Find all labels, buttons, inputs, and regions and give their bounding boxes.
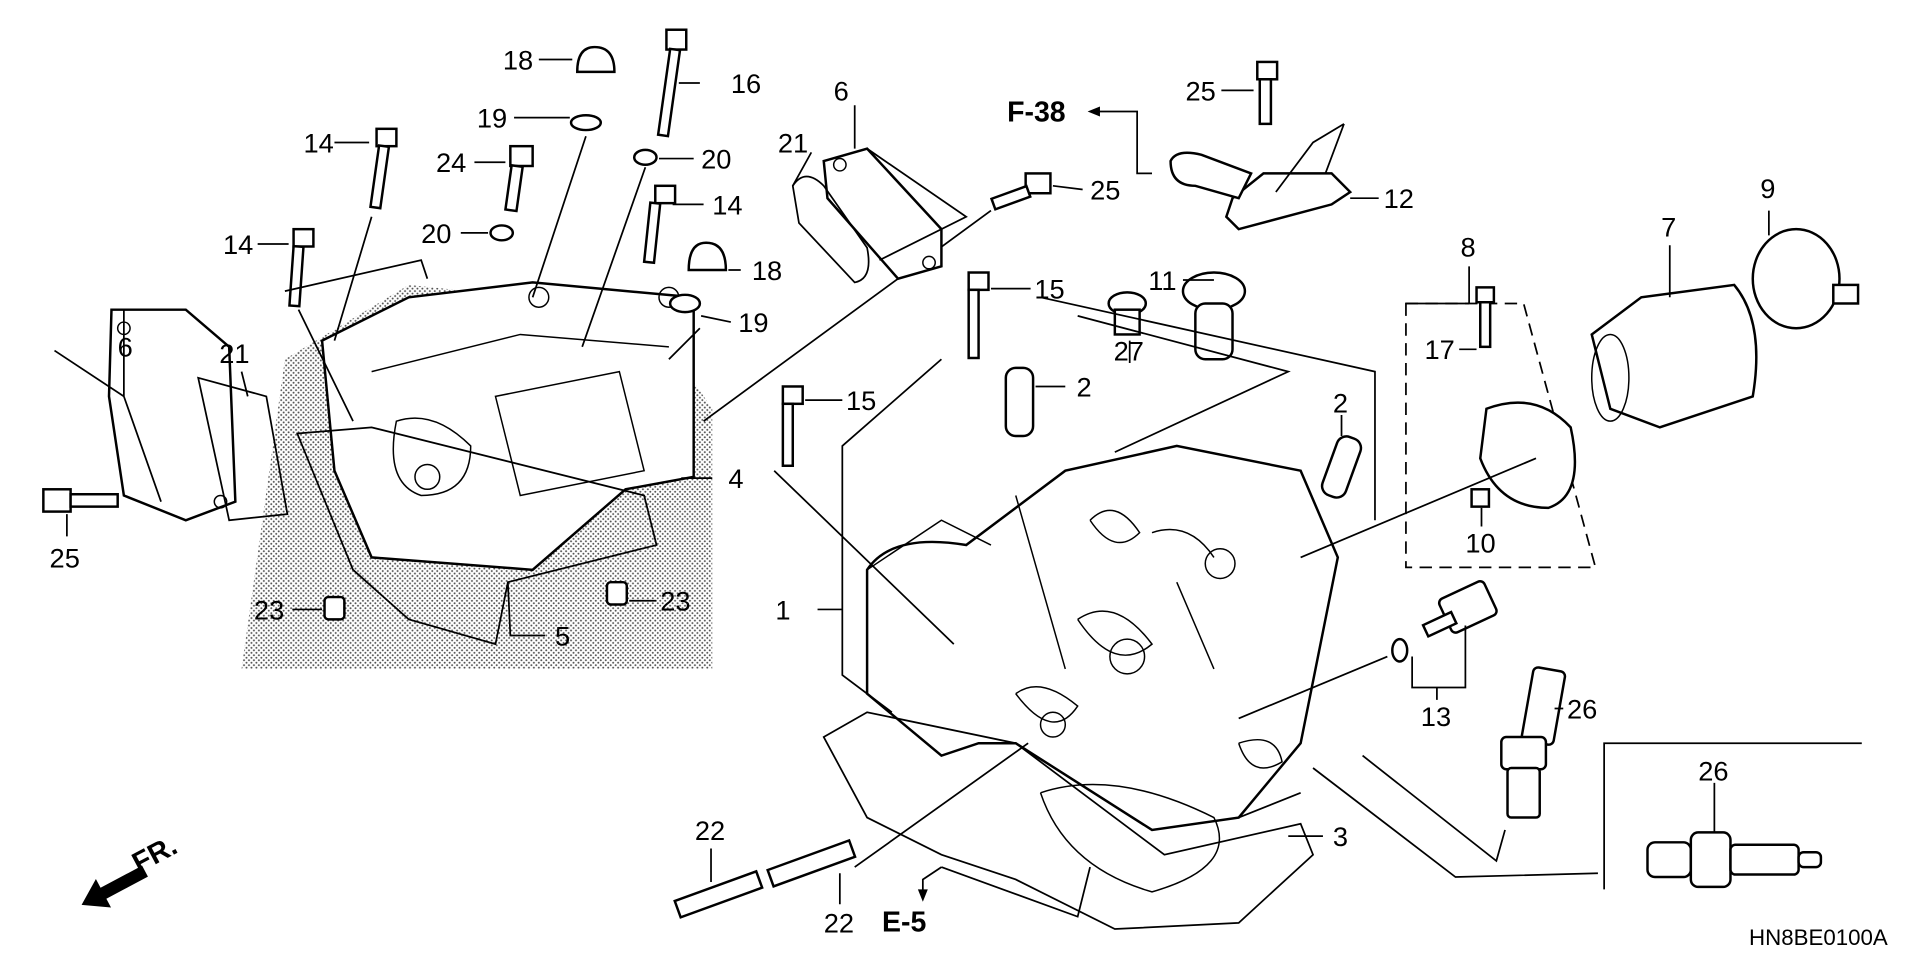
part-19-washer-top[interactable]: [569, 113, 603, 132]
part-21-o-ring-left[interactable]: [197, 376, 289, 522]
label-5: 5: [555, 620, 570, 651]
label-14: 14: [223, 229, 253, 260]
part-15-bolt-b[interactable]: [781, 385, 804, 467]
label-14: 14: [712, 189, 742, 220]
label-13: 13: [1421, 701, 1451, 732]
part-13-sensor[interactable]: [1391, 580, 1498, 663]
label-10: 10: [1465, 527, 1495, 558]
label-23: 23: [254, 594, 284, 625]
part-25-bolt-mid[interactable]: [989, 172, 1052, 211]
label-22: 22: [695, 815, 725, 846]
label-25: 25: [50, 542, 80, 573]
front-direction-arrow: [81, 865, 148, 908]
label-14: 14: [303, 127, 333, 158]
part-23-dowel-right[interactable]: [605, 580, 629, 606]
label-25: 25: [1185, 75, 1215, 106]
label-2: 2: [1333, 387, 1348, 418]
label-16: 16: [731, 68, 761, 99]
part-24-bolt[interactable]: [504, 144, 534, 213]
part-14-bolt-c[interactable]: [288, 227, 315, 308]
part-14-bolt-b[interactable]: [642, 184, 677, 265]
part-6-cover-left[interactable]: [107, 308, 237, 522]
label-26: 26: [1567, 693, 1597, 724]
label-2: 2: [1076, 371, 1091, 402]
label-19: 19: [477, 103, 507, 134]
label-8: 8: [1460, 231, 1475, 262]
part-12-thermostat-cover[interactable]: [1169, 151, 1353, 231]
reference-e5[interactable]: E-5: [882, 907, 926, 939]
part-18-cap-top[interactable]: [575, 45, 616, 74]
label-4: 4: [728, 463, 743, 494]
label-6: 6: [118, 332, 133, 363]
label-1: 1: [775, 594, 790, 625]
part-2-guide-left[interactable]: [1004, 366, 1035, 438]
part-4-cylinder-head-cover[interactable]: [320, 281, 695, 572]
part-20-washer-left[interactable]: [489, 224, 515, 242]
label-27: 27: [1114, 335, 1144, 366]
part-21-o-ring-right[interactable]: [791, 175, 870, 284]
inset-frame: [1603, 742, 1862, 890]
label-3: 3: [1333, 821, 1348, 852]
part-17-screw[interactable]: [1475, 286, 1496, 349]
part-22-stud-b[interactable]: [766, 838, 857, 888]
part-25-bolt-top[interactable]: [1256, 60, 1279, 126]
label-20: 20: [701, 143, 731, 174]
label-11: 11: [1148, 265, 1176, 296]
part-20-washer-top[interactable]: [632, 148, 658, 166]
reference-f38[interactable]: F-38: [1007, 96, 1066, 128]
label-6: 6: [834, 75, 849, 106]
label-17: 17: [1425, 334, 1455, 365]
part-18-cap-mid[interactable]: [687, 241, 728, 272]
part-7-insulator[interactable]: [1590, 283, 1758, 429]
label-19: 19: [738, 307, 768, 338]
part-8-clamp[interactable]: [1478, 401, 1577, 510]
label-18: 18: [503, 44, 533, 75]
part-25-bolt-left[interactable]: [42, 488, 119, 513]
label-15: 15: [846, 385, 876, 416]
label-24: 24: [436, 147, 466, 178]
diagram-code: HN8BE0100A: [1749, 925, 1888, 950]
part-23-dowel-left[interactable]: [323, 595, 346, 621]
label-21: 21: [778, 127, 808, 158]
part-19-washer-mid[interactable]: [668, 293, 702, 314]
part-9-band[interactable]: [1751, 227, 1860, 330]
label-25: 25: [1090, 174, 1120, 205]
label-20: 20: [421, 218, 451, 249]
part-2-guide-right[interactable]: [1319, 434, 1363, 501]
leader-lines-left: [54, 58, 992, 637]
part-26-spark-plug[interactable]: [1500, 666, 1567, 819]
part-16-stud-bolt[interactable]: [656, 28, 688, 138]
label-21: 21: [219, 338, 249, 369]
part-1-cylinder-head[interactable]: [865, 444, 1340, 832]
part-11-thermostat[interactable]: [1181, 271, 1247, 361]
label-22: 22: [824, 908, 854, 939]
label-9: 9: [1760, 173, 1775, 204]
part-26-spark-plug-inset[interactable]: [1646, 831, 1823, 889]
part-14-bolt-a[interactable]: [369, 127, 398, 210]
part-22-stud-a[interactable]: [673, 869, 764, 919]
label-12: 12: [1384, 183, 1414, 214]
label-18: 18: [752, 255, 782, 286]
part-3-head-gasket[interactable]: [822, 711, 1315, 930]
label-26: 26: [1698, 755, 1728, 786]
e5-leader: [921, 866, 1091, 918]
label-15: 15: [1034, 274, 1064, 305]
part-15-bolt-a[interactable]: [967, 271, 990, 360]
f38-arrow-line: [1096, 110, 1152, 175]
part-10-nut[interactable]: [1470, 488, 1491, 508]
label-7: 7: [1661, 212, 1676, 243]
label-23: 23: [660, 586, 690, 617]
